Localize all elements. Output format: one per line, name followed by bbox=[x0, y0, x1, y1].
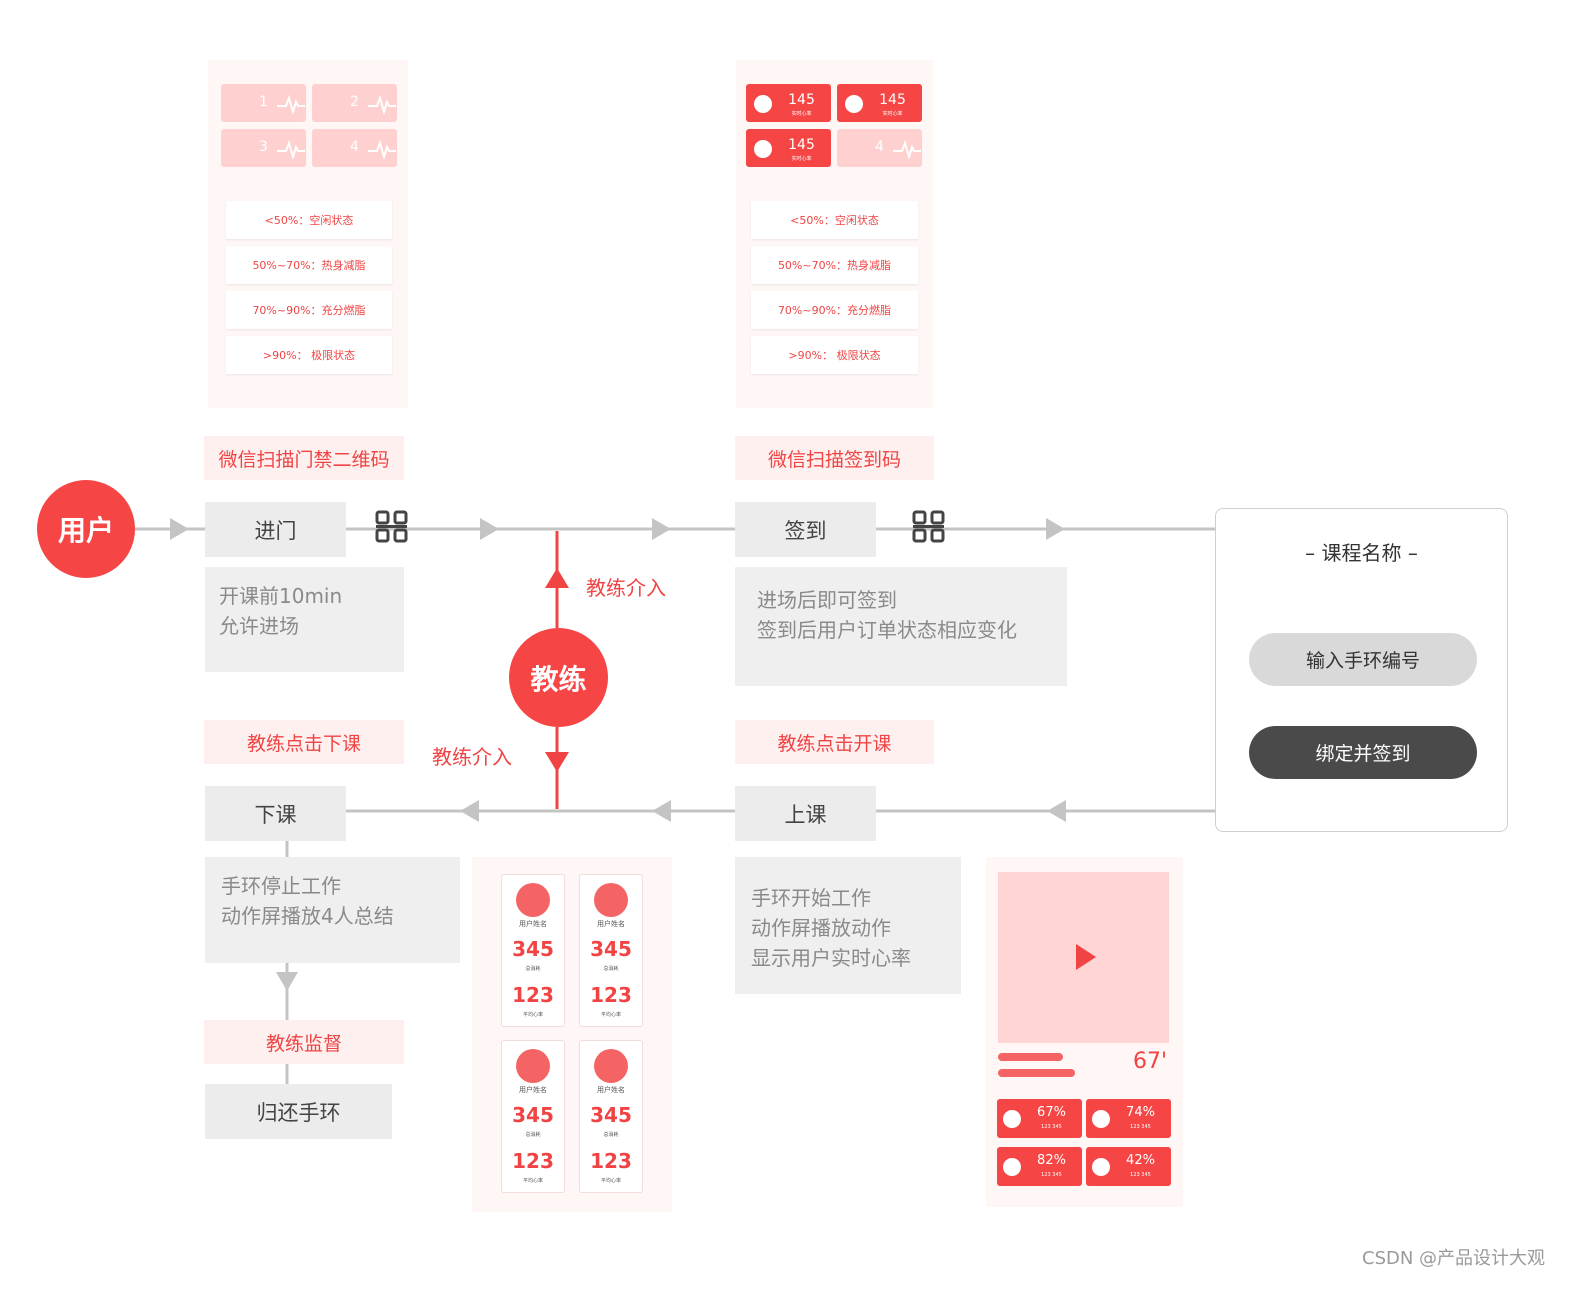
heart-rate-screen-idle: 1 2 3 4 <50%：空闲状态 50%~70%：热身减脂 70%~90%：充… bbox=[208, 60, 408, 408]
hr-tile: 4 bbox=[312, 129, 397, 167]
action-tile: 82% 123 345 bbox=[997, 1147, 1082, 1186]
video-area bbox=[998, 872, 1169, 1043]
action-screen: 67' 67% 123 345 74% 123 345 82% 123 345 … bbox=[986, 857, 1183, 1207]
summary-screen: 用户姓名 345 总消耗 123 平均心率 用户姓名 345 总消耗 123 平… bbox=[472, 857, 672, 1212]
timer-counter: 67' bbox=[1133, 1049, 1168, 1074]
qr-code-icon bbox=[912, 510, 945, 543]
action-tile: 67% 123 345 bbox=[997, 1099, 1082, 1138]
summary-card: 用户姓名 345 总消耗 123 平均心率 bbox=[501, 874, 565, 1027]
summary-card: 用户姓名 345 总消耗 123 平均心率 bbox=[579, 1040, 643, 1193]
note-class-end: 手环停止工作 动作屏播放4人总结 bbox=[205, 857, 460, 963]
node-coach: 教练 bbox=[509, 628, 608, 727]
input-band-number-button[interactable]: 输入手环编号 bbox=[1249, 633, 1477, 686]
avatar bbox=[516, 1049, 550, 1083]
status-row: >90%： 极限状态 bbox=[751, 336, 918, 374]
course-title: – 课程名称 – bbox=[1305, 541, 1418, 565]
tag-scan-door-qr: 微信扫描门禁二维码 bbox=[204, 436, 404, 480]
summary-card: 用户姓名 345 总消耗 123 平均心率 bbox=[579, 874, 643, 1027]
avatar bbox=[1003, 1110, 1021, 1128]
hr-tile: 3 bbox=[221, 129, 306, 167]
hr-tile: 4 bbox=[837, 129, 922, 167]
status-row: <50%：空闲状态 bbox=[751, 201, 918, 239]
status-row: 50%~70%：热身减脂 bbox=[226, 246, 392, 284]
hr-tile: 1 bbox=[221, 84, 306, 122]
step-class-end: 下课 bbox=[205, 786, 346, 841]
hr-tile-active: 145 实时心率 bbox=[746, 84, 831, 122]
step-enter: 进门 bbox=[205, 502, 346, 557]
label-coach-intervene: 教练介入 bbox=[586, 576, 666, 600]
hr-tile-active: 145 实时心率 bbox=[746, 129, 831, 167]
tag-coach-supervise: 教练监督 bbox=[204, 1020, 404, 1064]
status-row: <50%：空闲状态 bbox=[226, 201, 392, 239]
watermark: CSDN @产品设计大观 bbox=[1362, 1248, 1546, 1269]
avatar bbox=[754, 95, 772, 113]
hr-tile: 2 bbox=[312, 84, 397, 122]
heartbeat-icon bbox=[277, 94, 305, 114]
label-coach-intervene: 教练介入 bbox=[432, 745, 512, 769]
qr-code-icon bbox=[375, 510, 408, 543]
node-user: 用户 bbox=[37, 480, 135, 578]
avatar bbox=[754, 140, 772, 158]
heartbeat-icon bbox=[277, 139, 305, 159]
bind-checkin-button[interactable]: 绑定并签到 bbox=[1249, 726, 1477, 779]
status-row: 50%~70%：热身减脂 bbox=[751, 246, 918, 284]
tag-coach-start-class: 教练点击开课 bbox=[735, 720, 934, 764]
step-return-band: 归还手环 bbox=[205, 1084, 392, 1139]
avatar bbox=[594, 1049, 628, 1083]
avatar bbox=[1003, 1158, 1021, 1176]
note-checkin: 进场后即可签到 签到后用户订单状态相应变化 bbox=[735, 567, 1067, 686]
step-checkin: 签到 bbox=[735, 502, 876, 557]
action-tile: 42% 123 345 bbox=[1086, 1147, 1171, 1186]
note-class-start: 手环开始工作 动作屏播放动作 显示用户实时心率 bbox=[735, 857, 961, 994]
note-enter: 开课前10min 允许进场 bbox=[205, 567, 404, 672]
status-row: 70%~90%：充分燃脂 bbox=[751, 291, 918, 329]
progress-bar bbox=[998, 1069, 1075, 1077]
tag-scan-checkin-qr: 微信扫描签到码 bbox=[735, 436, 934, 480]
avatar bbox=[1092, 1110, 1110, 1128]
avatar bbox=[516, 883, 550, 917]
progress-bar bbox=[998, 1053, 1063, 1061]
action-tile: 74% 123 345 bbox=[1086, 1099, 1171, 1138]
avatar bbox=[1092, 1158, 1110, 1176]
summary-card: 用户姓名 345 总消耗 123 平均心率 bbox=[501, 1040, 565, 1193]
step-class-start: 上课 bbox=[735, 786, 876, 841]
play-icon bbox=[1076, 944, 1096, 970]
avatar bbox=[594, 883, 628, 917]
tag-coach-end-class: 教练点击下课 bbox=[204, 720, 404, 764]
status-row: 70%~90%：充分燃脂 bbox=[226, 291, 392, 329]
status-row: >90%： 极限状态 bbox=[226, 336, 392, 374]
heartbeat-icon bbox=[368, 139, 396, 159]
heart-rate-screen-active: 145 实时心率 145 实时心率 145 实时心率 4 <50%：空闲状态 5… bbox=[736, 60, 933, 408]
heartbeat-icon bbox=[368, 94, 396, 114]
hr-tile-active: 145 实时心率 bbox=[837, 84, 922, 122]
heartbeat-icon bbox=[893, 139, 921, 159]
course-panel: – 课程名称 – 输入手环编号 绑定并签到 bbox=[1215, 508, 1508, 832]
avatar bbox=[845, 95, 863, 113]
